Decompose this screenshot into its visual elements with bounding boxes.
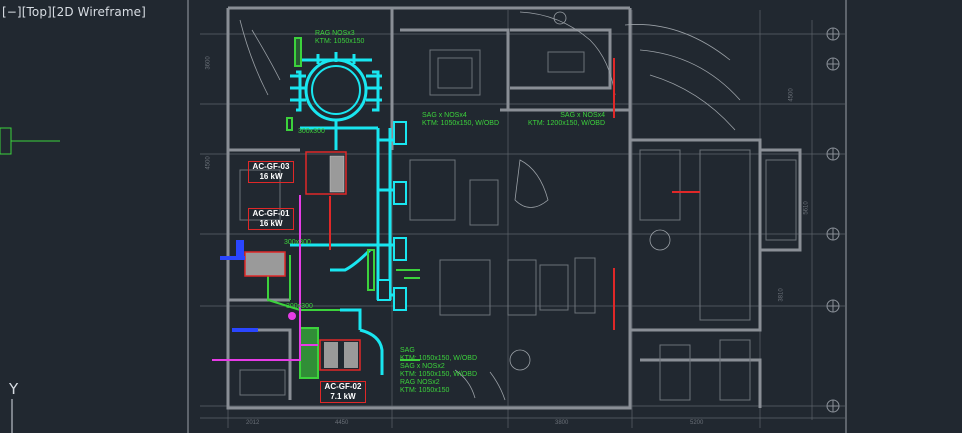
view-control[interactable]: [Top] bbox=[21, 5, 52, 19]
dim-left-1: 3600 bbox=[205, 56, 212, 70]
unit-tag-ac-gf-03[interactable]: AC-GF-03 16 kW bbox=[248, 161, 294, 183]
annotation-sag-right-title: SAG x NOSx4 bbox=[560, 112, 605, 119]
annotation-sag-mid: SAG x NOSx4 KTM: 1050x150, W/OBD bbox=[422, 112, 499, 128]
dim-right-3: 3810 bbox=[778, 288, 785, 302]
dim-left-2: 4500 bbox=[205, 156, 212, 170]
return-ducts bbox=[267, 37, 420, 379]
annotation-rag-top: RAG NOSx3 KTM: 1050x150 bbox=[315, 30, 364, 46]
hvac-ducts bbox=[290, 52, 400, 375]
unit-tag-capacity: 16 kW bbox=[259, 172, 283, 181]
viewport-minimize-control[interactable]: [−] bbox=[2, 5, 22, 19]
ucs-stub bbox=[0, 127, 60, 433]
annotation-sag-bottom-ktm: KTM: 1050x150, W/OBD bbox=[400, 355, 478, 362]
thin-walls bbox=[239, 49, 797, 401]
visual-style-control[interactable]: [2D Wireframe] bbox=[51, 5, 146, 19]
unit-tag-capacity: 7.1 kW bbox=[330, 392, 356, 401]
annotation-rag-bottom-ktm: KTM: 1050x150 bbox=[400, 387, 450, 394]
ac-units bbox=[244, 151, 361, 371]
annotation-rag-top-ktm: KTM: 1050x150 bbox=[315, 38, 365, 45]
unit-tag-ac-gf-01[interactable]: AC-GF-01 16 kW bbox=[248, 208, 294, 230]
annotation-rag-top-title: RAG NOSx3 bbox=[315, 30, 355, 37]
dim-bottom-1: 2012 bbox=[246, 420, 260, 426]
walls bbox=[226, 6, 802, 410]
grid-bubbles bbox=[826, 27, 840, 413]
unit-tag-capacity: 16 kW bbox=[259, 219, 283, 228]
dim-right-2: 5610 bbox=[803, 201, 810, 215]
drawing-border bbox=[187, 0, 847, 433]
unit-tag-id: AC-GF-03 bbox=[252, 162, 290, 171]
dim-bottom-2: 4450 bbox=[335, 420, 349, 426]
unit-tag-ac-gf-02[interactable]: AC-GF-02 7.1 kW bbox=[320, 381, 366, 403]
dim-bottom-3: 3800 bbox=[555, 420, 569, 426]
annotation-sag-right-ktm: KTM: 1200x150, W/OBD bbox=[527, 120, 605, 127]
annotation-rag-bottom-title: RAG NOSx2 bbox=[400, 379, 440, 386]
annotation-sag-bottom2-title: SAG x NOSx2 bbox=[400, 363, 445, 370]
dim-bottom-4: 5200 bbox=[690, 420, 704, 426]
unit-tag-id: AC-GF-01 bbox=[252, 209, 290, 218]
duct-size-label-c: 300x300 bbox=[286, 303, 313, 310]
viewport-controls: [−][Top][2D Wireframe] bbox=[2, 5, 146, 19]
annotation-sag-mid-ktm: KTM: 1050x150, W/OBD bbox=[422, 120, 500, 127]
annotation-sag-bottom: SAG KTM: 1050x150, W/OBD SAG x NOSx2 KTM… bbox=[400, 347, 477, 395]
dim-right-1: 4500 bbox=[788, 88, 795, 102]
refrigerant-pipes bbox=[212, 195, 318, 361]
ucs-y-axis-label: Y bbox=[9, 380, 19, 398]
duct-size-label-a: 300x300 bbox=[298, 128, 325, 135]
annotation-sag-mid-title: SAG x NOSx4 bbox=[422, 112, 467, 119]
unit-tag-id: AC-GF-02 bbox=[324, 382, 362, 391]
red-accents bbox=[329, 58, 700, 330]
landscape-plants bbox=[239, 11, 741, 401]
duct-size-label-b: 300x300 bbox=[284, 239, 311, 246]
diffusers bbox=[377, 121, 407, 311]
annotation-sag-bottom2-ktm: KTM: 1050x150, W/OBD bbox=[400, 371, 478, 378]
annotation-sag-right: SAG x NOSx4 KTM: 1200x150, W/OBD bbox=[515, 112, 605, 128]
annotation-sag-bottom-title: SAG bbox=[400, 347, 415, 354]
